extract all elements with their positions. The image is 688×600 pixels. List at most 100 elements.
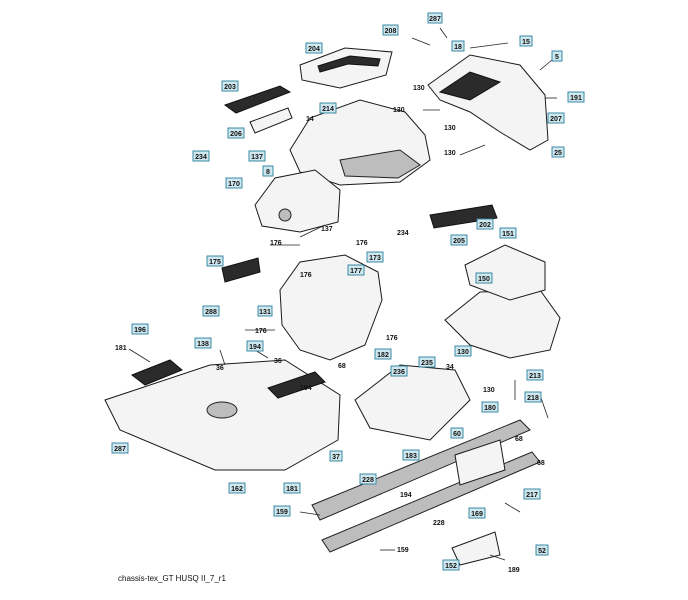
- leader-lines: [128, 27, 557, 561]
- label-14: 14: [306, 116, 314, 123]
- callout-138: 138: [194, 337, 212, 349]
- callout-137: 137: [248, 150, 266, 162]
- key-switch: [278, 208, 292, 222]
- svg-text:5: 5: [555, 54, 559, 61]
- svg-text:213: 213: [529, 373, 541, 380]
- callout-203: 203: [221, 80, 239, 92]
- callout-217: 217: [523, 488, 541, 500]
- label-34: 34: [446, 364, 454, 371]
- svg-text:287: 287: [429, 16, 441, 23]
- callout-191: 191: [567, 91, 585, 103]
- label-36: 36: [216, 365, 224, 372]
- callout-159: 159: [273, 505, 291, 517]
- svg-text:207: 207: [550, 116, 562, 123]
- grille-insert: [223, 85, 292, 114]
- label-176: 176: [255, 328, 267, 335]
- svg-text:25: 25: [554, 150, 562, 157]
- callout-183: 183: [402, 449, 420, 461]
- svg-text:138: 138: [197, 341, 209, 348]
- fuel-cap: [206, 401, 238, 419]
- front-fender-shell: [427, 54, 549, 151]
- callout-236: 236: [390, 365, 408, 377]
- callout-25: 25: [551, 146, 565, 158]
- svg-text:236: 236: [393, 369, 405, 376]
- seat-plate: [354, 364, 471, 441]
- svg-text:60: 60: [453, 431, 461, 438]
- svg-text:152: 152: [445, 563, 457, 570]
- svg-text:180: 180: [484, 405, 496, 412]
- svg-text:130: 130: [457, 349, 469, 356]
- svg-text:150: 150: [478, 276, 490, 283]
- svg-text:205: 205: [453, 238, 465, 245]
- label-194: 194: [300, 385, 312, 392]
- svg-text:175: 175: [209, 259, 221, 266]
- label-36: 36: [274, 358, 282, 365]
- label-194: 194: [400, 492, 412, 499]
- vent-panel: [221, 257, 261, 283]
- callout-130: 130: [454, 345, 472, 357]
- label-228: 228: [433, 520, 445, 527]
- svg-text:173: 173: [369, 255, 381, 262]
- label-130: 130: [393, 107, 405, 114]
- callout-194: 194: [246, 340, 264, 352]
- dash-recess: [339, 149, 421, 179]
- svg-text:52: 52: [538, 548, 546, 555]
- callout-162: 162: [228, 482, 246, 494]
- callout-228: 228: [359, 473, 377, 485]
- svg-text:203: 203: [224, 84, 236, 91]
- svg-text:196: 196: [134, 327, 146, 334]
- label-181: 181: [115, 345, 127, 352]
- label-130: 130: [413, 85, 425, 92]
- footpad-left: [130, 359, 183, 386]
- svg-text:194: 194: [249, 344, 261, 351]
- callout-37: 37: [329, 450, 343, 462]
- svg-text:234: 234: [195, 154, 207, 161]
- svg-text:169: 169: [471, 511, 483, 518]
- label-176: 176: [386, 335, 398, 342]
- callout-208: 208: [382, 24, 399, 36]
- callout-288: 288: [202, 305, 220, 317]
- callout-8: 8: [262, 165, 274, 177]
- svg-text:131: 131: [259, 309, 271, 316]
- svg-text:202: 202: [479, 222, 491, 229]
- hood-panel: [299, 47, 393, 89]
- svg-text:217: 217: [526, 492, 538, 499]
- callout-218: 218: [524, 391, 542, 403]
- callout-52: 52: [535, 544, 549, 556]
- svg-text:162: 162: [231, 486, 243, 493]
- plain-labels: 130 130 130 130 14 137 234 176 176 176 1…: [115, 85, 545, 574]
- label-130: 130: [483, 387, 495, 394]
- callout-196: 196: [131, 323, 149, 335]
- callout-181: 181: [283, 482, 301, 494]
- callout-18: 18: [451, 40, 465, 52]
- cross-member: [454, 439, 506, 486]
- svg-text:206: 206: [230, 131, 242, 138]
- svg-text:288: 288: [205, 309, 217, 316]
- callout-177: 177: [347, 264, 365, 276]
- callout-131: 131: [257, 305, 273, 317]
- callout-207: 207: [547, 112, 565, 124]
- mount-bracket: [464, 244, 546, 301]
- callout-204: 204: [305, 42, 323, 54]
- callout-180: 180: [481, 401, 499, 413]
- callout-234: 234: [192, 150, 210, 162]
- svg-text:287: 287: [114, 446, 126, 453]
- svg-text:137: 137: [251, 154, 263, 161]
- dash-support: [279, 254, 383, 361]
- svg-text:235: 235: [421, 360, 433, 367]
- svg-text:151: 151: [502, 231, 514, 238]
- label-176: 176: [356, 240, 368, 247]
- callout-151: 151: [499, 227, 517, 239]
- callout-170: 170: [225, 177, 243, 189]
- callout-169: 169: [468, 507, 486, 519]
- callout-287: 287: [427, 12, 443, 24]
- callout-287-lower: 287: [111, 442, 129, 454]
- label-159: 159: [397, 547, 409, 554]
- callout-213: 213: [526, 369, 544, 381]
- svg-text:204: 204: [308, 46, 320, 53]
- svg-text:15: 15: [522, 39, 530, 46]
- fender-vents: [438, 71, 502, 101]
- svg-text:18: 18: [454, 44, 462, 51]
- callout-235: 235: [418, 356, 436, 368]
